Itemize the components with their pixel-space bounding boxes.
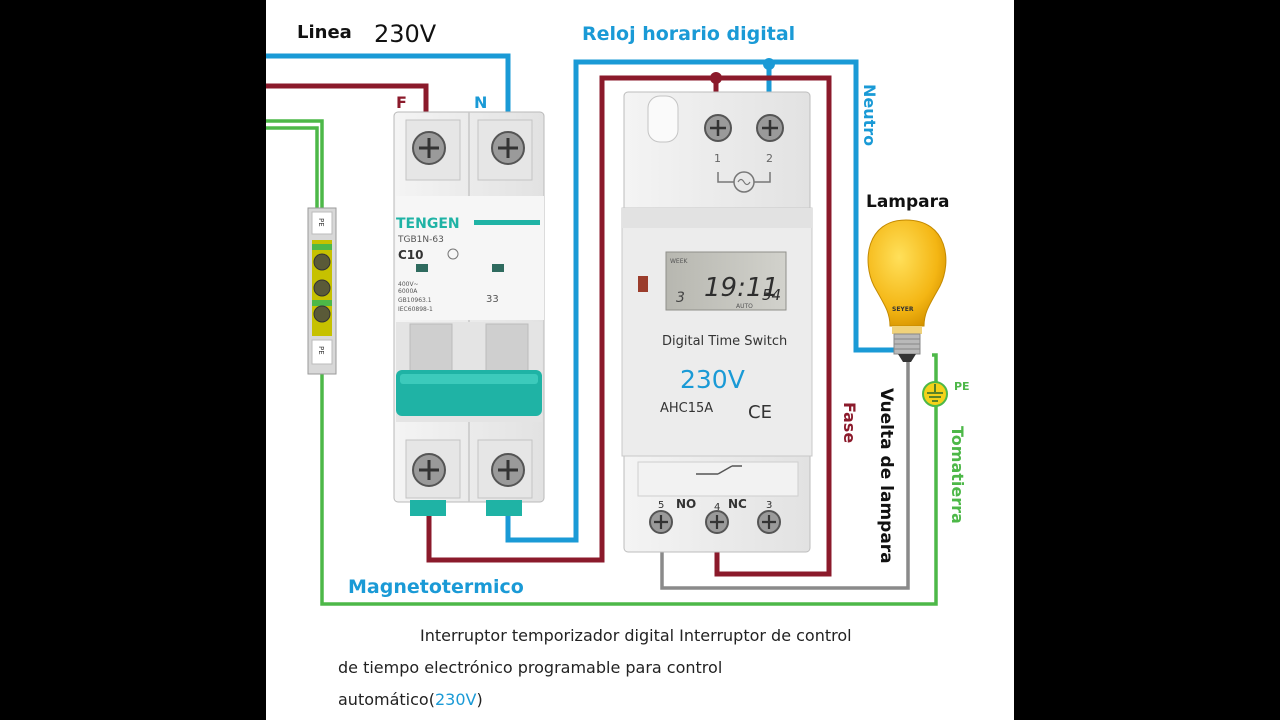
magnetotermico-label: Magnetotermico (348, 576, 524, 598)
lcd-time: 19:11 (704, 273, 779, 303)
timer-ce: CE (748, 402, 772, 423)
lamp-brand: SEYER (892, 306, 914, 313)
timer-print: 1 2 WEEK 19:11 54 3 AUTO Digital Time Sw… (658, 152, 787, 513)
ground-wire-top (266, 119, 324, 212)
phase-f-label: F (396, 93, 407, 112)
linea-label: Linea (297, 22, 352, 43)
tomatierra-label: Tomatierra (948, 426, 967, 524)
ground-symbol (922, 381, 948, 407)
caption-line-3: automático(230V) (338, 684, 898, 716)
wiring-diagram: TENGEN TGB1N-63 C10 400V~ 6000A GB10963.… (266, 0, 1014, 720)
neutro-label: Neutro (860, 84, 879, 147)
pe-ground-label: PE (954, 380, 970, 393)
lcd-auto: AUTO (736, 303, 753, 310)
neutral-line-in (266, 53, 511, 118)
lamp (867, 219, 947, 362)
neutral-junction-dot (763, 58, 775, 70)
breaker-rating: C10 (398, 248, 424, 262)
diagram-svg: TENGEN TGB1N-63 C10 400V~ 6000A GB10963.… (266, 53, 948, 606)
linea-voltage-label: 230V (374, 20, 437, 48)
lampara-label: Lampara (866, 192, 950, 212)
phase-n-label: N (474, 93, 488, 112)
caption-line-3-voltage: 230V (434, 690, 477, 709)
timer-terminal-3: 3 (766, 500, 772, 511)
breaker-print: TENGEN TGB1N-63 C10 400V~ 6000A GB10963.… (396, 216, 499, 313)
neutral-to-timer (505, 59, 896, 543)
terminal-block-top-label: PE (317, 218, 325, 227)
timer-voltage: 230V (680, 365, 745, 394)
lcd-seconds: 54 (762, 286, 781, 304)
caption-line-1: Interruptor temporizador digital Interru… (420, 626, 852, 645)
phase-line-in (266, 83, 429, 118)
breaker-brand: TENGEN (396, 216, 460, 232)
lcd-day: 3 (676, 290, 685, 306)
reloj-label: Reloj horario digital (582, 23, 796, 45)
timer-title: Digital Time Switch (662, 334, 787, 349)
ground-wire-bottom (320, 353, 938, 606)
vuelta-label: Vuelta de lampara (876, 388, 896, 564)
timer-terminal-1: 1 (714, 152, 721, 165)
timer-model: AHC15A (660, 401, 713, 416)
lcd-week: WEEK (670, 258, 689, 265)
caption-line-3-suffix: ) (476, 690, 483, 709)
phase-junction-dot (710, 72, 722, 84)
timer-terminal-5: 5 (658, 500, 664, 511)
breaker-spec-2: 6000A (398, 288, 418, 295)
digital-timer (621, 91, 813, 553)
terminal-block-print: PE PE (317, 218, 325, 355)
breaker-spec-3: GB10963.1 (398, 297, 432, 304)
timer-no: NO (676, 497, 696, 511)
caption-line-3-prefix: automático( (338, 690, 435, 709)
timer-nc: NC (728, 497, 747, 511)
caption: Interruptor temporizador digital Interru… (338, 620, 898, 716)
lamp-return-wire (660, 358, 910, 590)
fase-label: Fase (840, 402, 859, 444)
ground-wire-top-inner (266, 126, 319, 212)
timer-terminal-4: 4 (714, 502, 720, 513)
caption-line-2: de tiempo electrónico programable para c… (338, 658, 723, 677)
circuit-breaker (393, 111, 545, 516)
wires (266, 53, 938, 606)
terminal-block-bottom-label: PE (317, 346, 325, 355)
breaker-spec-4: IEC60898-1 (398, 306, 433, 313)
terminal-block (307, 207, 337, 375)
timer-terminal-2: 2 (766, 152, 773, 165)
breaker-spec-right: 33 (486, 294, 499, 305)
breaker-spec-1: 400V~ (398, 281, 419, 288)
breaker-model: TGB1N-63 (397, 235, 444, 245)
